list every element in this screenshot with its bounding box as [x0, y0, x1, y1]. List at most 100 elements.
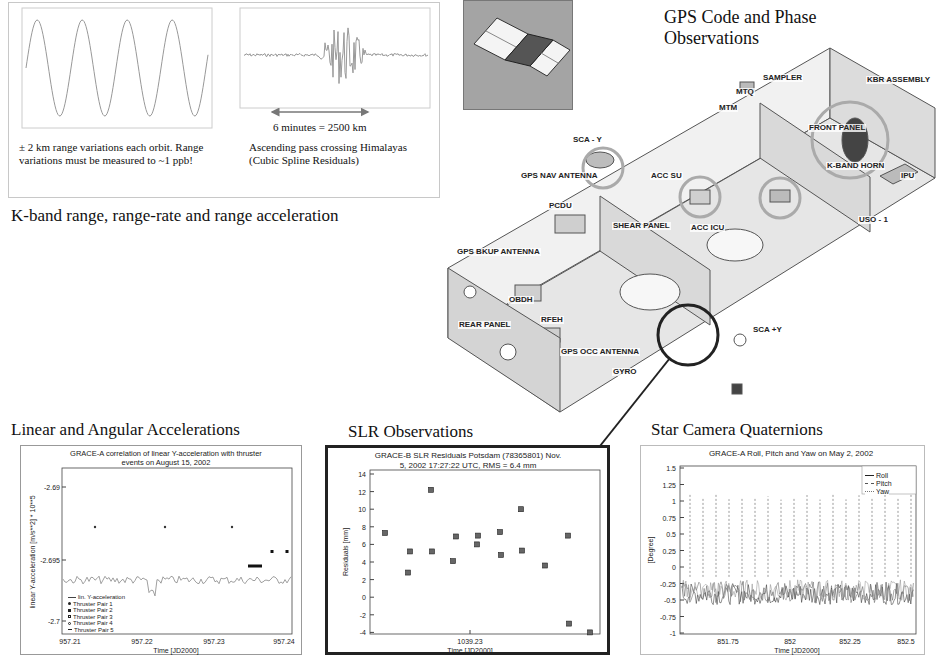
- residual-point: [429, 487, 434, 492]
- attitude-spike: [911, 495, 912, 577]
- tick-mark: [62, 621, 66, 622]
- legend-text: lin. Y-acceleration: [78, 594, 125, 600]
- axis-tick-label: 1039.23: [457, 638, 482, 645]
- part-label: KBR ASSEMBLY: [866, 76, 931, 84]
- axis-tick-label: 8: [362, 523, 366, 530]
- residual-point: [499, 552, 504, 557]
- tick-mark: [680, 567, 684, 568]
- attitude-spike: [755, 499, 756, 577]
- axis-tick-label: 957.23: [203, 638, 224, 645]
- legend-patch: [862, 466, 916, 494]
- chart-frames: [62, 466, 916, 634]
- legend-entry: Thruster Pair 1: [68, 601, 113, 607]
- attitude-spike: [807, 495, 808, 577]
- axis-tick-label: 957.24: [273, 638, 294, 645]
- axis-tick-label: -2: [360, 611, 366, 618]
- drawing-rect: [22, 8, 212, 128]
- attitude-trace: [682, 580, 913, 601]
- drawing-rect: [463, 0, 573, 110]
- thruster-event: [286, 550, 289, 553]
- drawing-rect: [62, 468, 292, 634]
- tick-mark: [680, 484, 684, 485]
- drawing-line: [486, 31, 516, 47]
- axis-tick-label: 852: [784, 638, 796, 645]
- residual-point: [406, 570, 411, 575]
- attitude-spike: [872, 498, 873, 577]
- chart-title: GRACE-B SLR Residuals Potsdam (78365801)…: [373, 451, 563, 470]
- picture-box: GPS Code and Phase Observations: [463, 0, 573, 110]
- attitude-spike: [846, 499, 847, 577]
- part-label: GPS BKUP ANTENNA: [456, 248, 541, 256]
- axis-tick-label: 0.75: [662, 514, 676, 521]
- part-label: MTM: [718, 104, 738, 112]
- acceleration-line: [63, 576, 291, 596]
- legend-entry: Pitch: [865, 480, 892, 487]
- axis-tick-label: 6: [362, 541, 366, 548]
- residual-point: [519, 507, 524, 512]
- thruster-event: [271, 550, 274, 553]
- range-charts: [22, 8, 430, 128]
- residual-point: [520, 548, 525, 553]
- attitude-spike: [859, 495, 860, 577]
- drawing-rect: [370, 470, 600, 634]
- tick-mark: [370, 509, 374, 510]
- axis-tick-label: -2.695: [40, 557, 60, 564]
- tick-mark: [680, 550, 684, 551]
- drawing-polygon: [448, 48, 830, 338]
- axis-tick-label: Time [JD2000]: [153, 647, 198, 654]
- attitude-spike: [794, 497, 795, 576]
- drawing-circle: [680, 177, 720, 217]
- part-label: OBDH: [508, 296, 534, 304]
- residual-point: [588, 630, 593, 635]
- axis-tick-label: -2.69: [44, 484, 60, 491]
- drawing-rect: [732, 384, 742, 394]
- axis-tick-label: -2.7: [48, 618, 60, 625]
- tick-mark: [680, 468, 684, 469]
- drawing-line: [541, 53, 558, 63]
- attitude-spike: [833, 494, 834, 577]
- axis-tick-label: 12: [358, 488, 366, 495]
- gps-satellite-picture: [463, 0, 573, 110]
- axis-tick-label: 1.25: [662, 481, 676, 488]
- satellite-cutaway: [448, 48, 935, 446]
- attitude-spike: [690, 493, 691, 577]
- drawing-rect: [690, 190, 710, 204]
- axis-tick-label: -1: [670, 630, 676, 637]
- residual-point: [430, 549, 435, 554]
- axis-tick-label: Time [JD2000]: [447, 647, 492, 654]
- residual-point: [451, 559, 456, 564]
- drawing-rect: [240, 8, 430, 108]
- tick-mark: [370, 597, 374, 598]
- tick-mark: [370, 579, 374, 580]
- attitude-spike: [768, 496, 769, 577]
- axis-tick-label: 0.5: [666, 531, 676, 538]
- drawing-circle: [464, 286, 476, 298]
- residual-point: [498, 530, 503, 535]
- drawing-rect: [770, 190, 790, 202]
- axis-tick-label: 957.21: [59, 638, 80, 645]
- axis-tick-label: -0.5: [664, 597, 676, 604]
- range-panel: 6 minutes = 2500 km± 2 km range variatio…: [8, 2, 440, 198]
- tick-mark: [370, 632, 374, 633]
- tick-mark: [680, 616, 684, 617]
- legend-text: Thruster Pair 4: [73, 620, 113, 626]
- part-label: SHEAR PANEL: [612, 222, 671, 230]
- residual-curve: [244, 28, 428, 84]
- drawing-circle: [812, 102, 888, 178]
- part-label: MTQ: [735, 88, 755, 96]
- residual-point: [543, 563, 548, 568]
- tick-mark: [370, 562, 374, 563]
- drawing-line: [272, 111, 368, 113]
- axis-title: linear Y-acceleration [m/s**2] * 10**5: [29, 495, 36, 608]
- attitude-spike: [885, 493, 886, 577]
- panel-heading: K-band range, range-rate and range accel…: [11, 206, 451, 226]
- caption-text: Ascending pass crossing Himalayas (Cubic…: [249, 141, 434, 167]
- axis-tick-label: Time [JD2000]: [774, 647, 819, 654]
- axis-tick-label: 851.75: [717, 638, 738, 645]
- axis-tick-label: 1: [672, 498, 676, 505]
- axis-tick-label: 4: [362, 559, 366, 566]
- thruster-event: [231, 526, 233, 528]
- drawing-circle: [760, 178, 800, 218]
- residual-point: [454, 534, 459, 539]
